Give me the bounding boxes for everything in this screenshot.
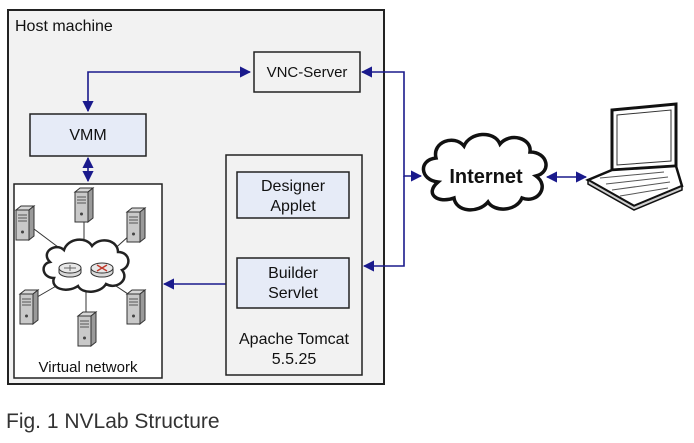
- internet-label: Internet: [449, 166, 523, 188]
- internet-cloud-icon: Internet: [421, 132, 548, 212]
- host-machine-label: Host machine: [15, 18, 113, 35]
- router-icon: [58, 262, 82, 278]
- virtual-network-label: Virtual network: [39, 359, 138, 376]
- designer-applet-label-line2: Applet: [270, 198, 316, 215]
- server-icon: [77, 311, 97, 347]
- server-icon: [15, 205, 35, 241]
- vnc-server-label: VNC-Server: [267, 64, 348, 81]
- builder-servlet-label-line1: Builder: [268, 265, 318, 282]
- nvlab-structure-diagram: Host machine VNC-Server VMM Apache Tomca…: [7, 9, 684, 385]
- laptop-icon: [585, 102, 684, 211]
- builder-servlet-box: Builder Servlet: [236, 257, 350, 309]
- designer-applet-box: Designer Applet: [236, 171, 350, 219]
- vmm-label: VMM: [69, 127, 106, 144]
- server-icon: [19, 289, 39, 325]
- server-icon: [126, 207, 146, 243]
- builder-to-internet-line: [362, 176, 405, 272]
- virtual-network-cloud-icon: [42, 238, 130, 293]
- server-icon: [74, 187, 94, 223]
- server-icon: [126, 289, 146, 325]
- vnc-to-internet-line: [360, 66, 423, 182]
- figure-caption: Fig. 1 NVLab Structure: [6, 410, 220, 433]
- designer-applet-label-line1: Designer: [261, 178, 326, 195]
- apache-tomcat-label-line2: 5.5.25: [272, 351, 317, 368]
- vnc-server-box: VNC-Server: [253, 51, 361, 93]
- router-icon: [90, 262, 114, 278]
- builder-servlet-label-line2: Servlet: [268, 285, 318, 302]
- virtual-network-box: Virtual network: [13, 183, 163, 379]
- apache-tomcat-label-line1: Apache Tomcat: [239, 331, 350, 348]
- vnc-to-vmm-arrow: [82, 66, 252, 113]
- vmm-box: VMM: [29, 113, 147, 157]
